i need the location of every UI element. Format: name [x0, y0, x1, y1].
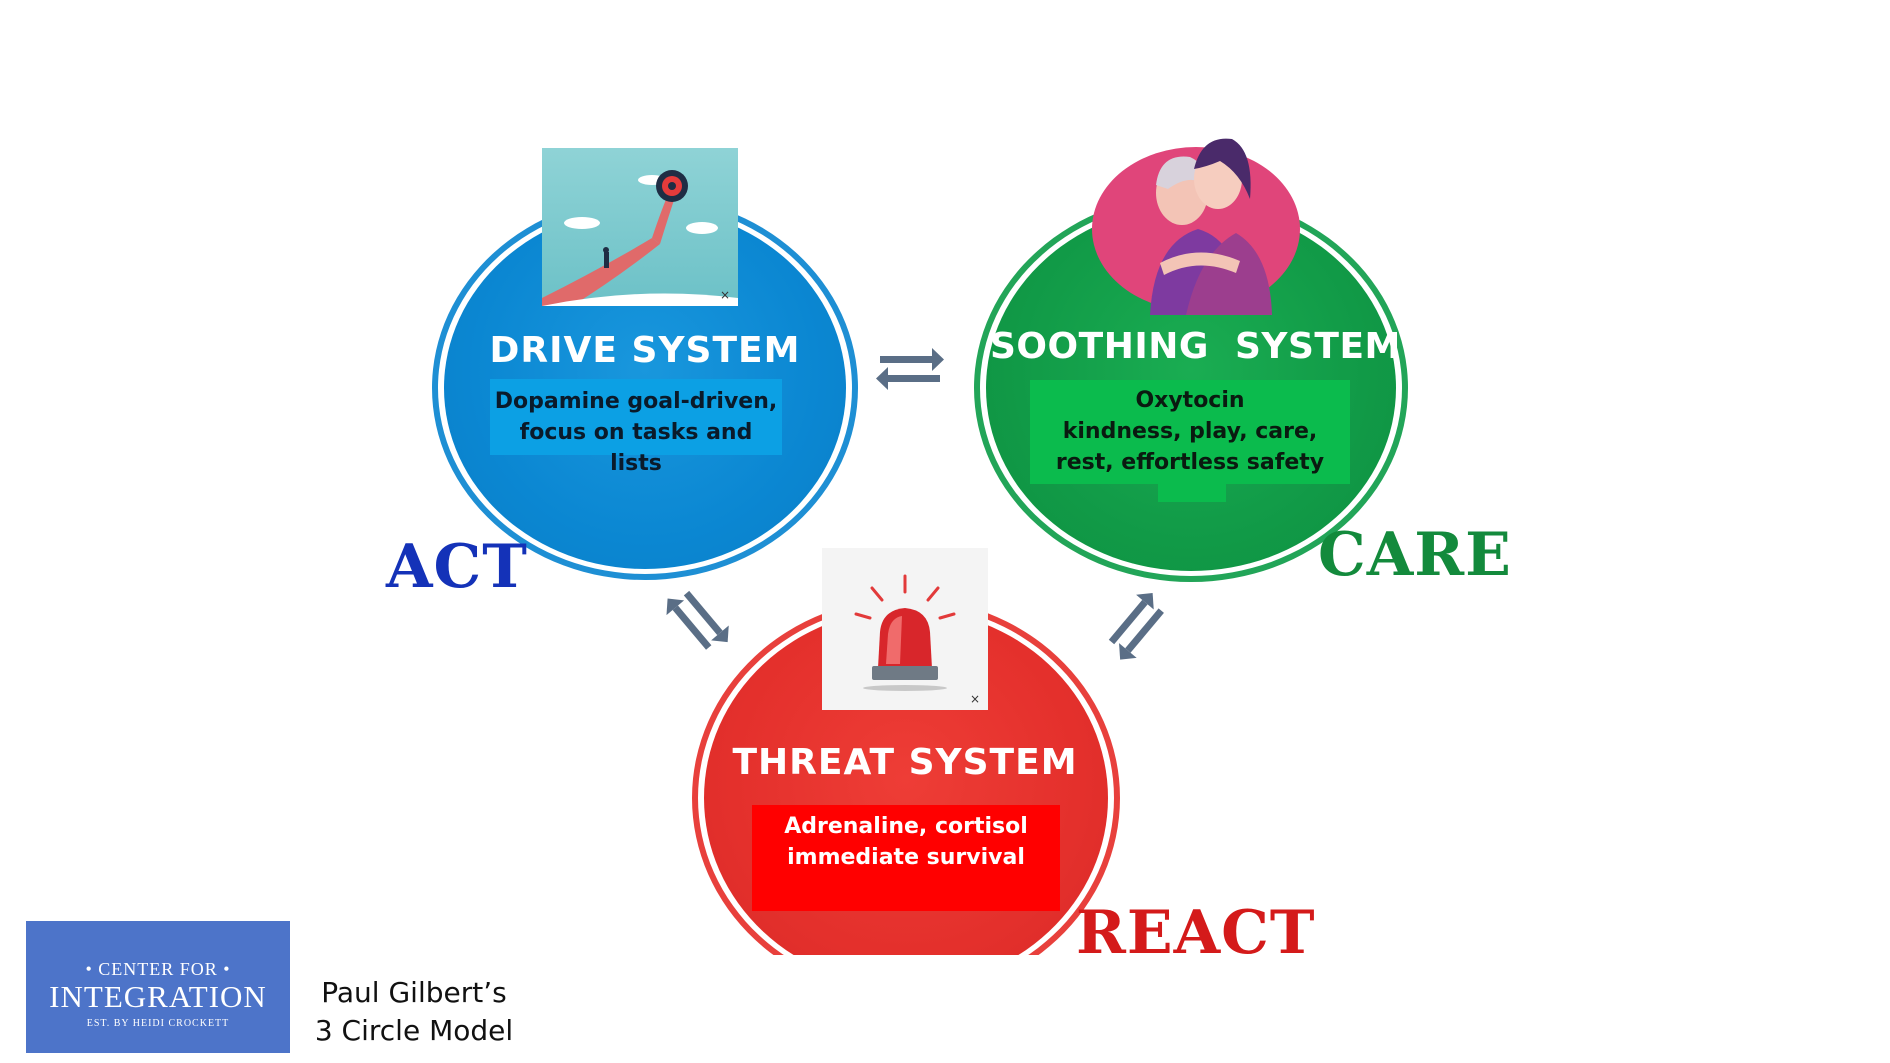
- threat-system-title: THREAT SYSTEM: [732, 742, 1078, 783]
- care-label: CARE: [1318, 520, 1512, 590]
- siren-alarm-icon: ×: [822, 548, 988, 710]
- logo-line1: • CENTER FOR •: [85, 959, 231, 979]
- soothing-description-line1: Oxytocin: [1135, 388, 1245, 413]
- threat-system-description: Adrenaline, cortisol immediate survival: [752, 805, 1060, 911]
- soothing-description-line2: kindness, play, care,: [1062, 419, 1318, 444]
- soothing-system-description: Oxytocin kindness, play, care, rest, eff…: [1030, 380, 1350, 484]
- caption-line2: 3 Circle Model: [314, 1014, 514, 1047]
- drive-system-description: Dopamine goal-driven, focus on tasks and…: [490, 379, 782, 476]
- drive-description-line1: Dopamine goal-driven,: [494, 389, 778, 414]
- target-road-runner-icon: ×: [542, 148, 738, 306]
- soothing-description-tab: [1158, 482, 1226, 502]
- drive-system-title: DRIVE SYSTEM: [489, 330, 801, 371]
- threat-circle-bottom-mask: [680, 955, 1140, 1015]
- drive-description-line2: focus on tasks and lists: [519, 420, 753, 476]
- caption-line1: Paul Gilbert’s: [321, 976, 507, 1009]
- exchange-arrows-icon: [666, 590, 729, 650]
- exchange-arrows-icon: [876, 348, 944, 390]
- hugging-people-icon: [1090, 133, 1302, 315]
- soothing-description-line3: rest, effortless safety: [1055, 450, 1325, 475]
- threat-image-close-icon[interactable]: ×: [969, 692, 980, 706]
- logo-line2: INTEGRATION: [49, 979, 267, 1014]
- react-label: REACT: [1076, 898, 1316, 968]
- threat-description-line1: Adrenaline, cortisol: [784, 814, 1028, 839]
- threat-description-line2: immediate survival: [787, 845, 1025, 870]
- logo-line3: EST. BY HEIDI CROCKETT: [86, 1018, 230, 1029]
- soothing-system-title: SOOTHING SYSTEM: [990, 326, 1401, 367]
- exchange-arrows-icon: [1108, 592, 1164, 660]
- center-for-integration-logo: • CENTER FOR • INTEGRATION EST. BY HEIDI…: [26, 921, 290, 1053]
- drive-image-close-icon[interactable]: ×: [719, 288, 730, 302]
- act-label: ACT: [386, 532, 528, 602]
- model-caption: Paul Gilbert’s 3 Circle Model: [298, 974, 530, 1050]
